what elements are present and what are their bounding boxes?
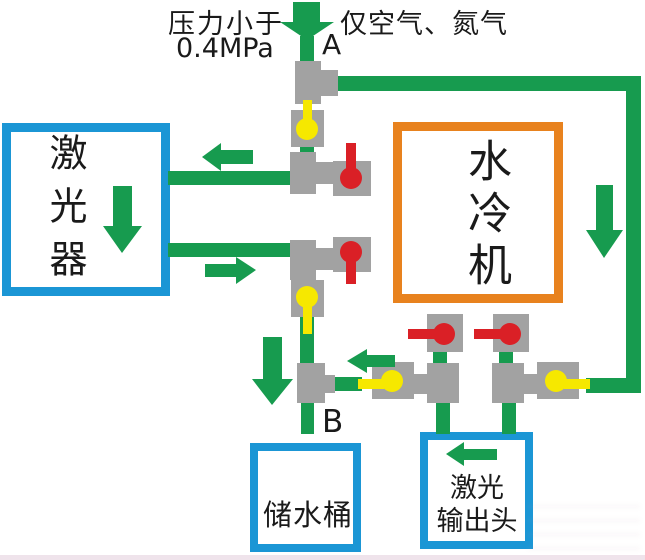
tank-box [250,443,361,552]
right-down-pipe [626,76,641,393]
tee5-branch [411,374,427,394]
tee5-fitting [427,363,459,403]
red-valve1-ball [340,167,362,189]
tee2-branch [316,162,338,184]
tee6-branch [524,374,540,394]
watermark-smudge [528,498,640,550]
chiller-right-down-arrow [586,185,623,258]
supply-left-arrow [202,143,253,171]
point-b-label: B [322,404,344,440]
tee4-branch-pipe [328,377,362,391]
tee3-fitting [290,240,316,280]
output-head-left-arrow [446,442,497,466]
tee4-tank-pipe [301,401,314,434]
yellow-valve3-stem [358,379,384,389]
red-valve1-stem [346,143,356,173]
tee3-branch [316,248,338,270]
chiller-box-label: 水冷机 [460,138,511,294]
output-head-label-line1: 激光 [450,473,504,504]
tee4-branch [325,375,335,393]
output-head-label-line2: 输出头 [436,506,518,537]
red-valve2-ball [340,241,362,263]
laser-box [2,123,170,296]
valve1-tee2-stub [300,146,314,154]
return-elbow-pipe [586,378,634,393]
tee5-output-pipe [436,401,450,434]
output-head-box-label: 激光 输出头 [427,472,527,538]
redvalve3-stub [433,350,447,365]
tee4-fitting [297,363,325,403]
chiller-box [393,122,563,303]
yellow-valve3-ball [381,370,403,392]
inlet-down-arrow [280,2,334,40]
red-valve3-ball [433,323,455,345]
pressure-note-line1: 压力小于 [168,9,284,40]
pressure-note-line2: 0.4MPa [176,33,274,64]
top-main-pipe [332,76,641,91]
yellow-valve2-ball [296,286,318,308]
yellow-valve4-stem [564,379,590,389]
red-valve2-stem [346,252,356,284]
tee2-fitting [290,152,316,194]
tank-box-label: 储水桶 [263,498,354,532]
drain-down-arrow [252,337,293,405]
gas-note: 仅空气、氮气 [340,9,508,40]
point-a-label: A [322,28,342,61]
red-valve4-stem [474,329,502,339]
yellow-valve1-ball [296,118,318,140]
laser-box-label: 激光器 [43,133,87,292]
inlet-pipe [300,36,314,64]
redvalve4-stub [499,350,513,365]
tee1-fitting [295,61,321,104]
laser-return-pipe [168,243,292,257]
laser-internal-down-arrow [103,186,142,253]
red-valve3-stem [408,329,436,339]
yellow-valve1-stem [303,100,312,122]
return-right-arrow [205,257,256,284]
bottom-edge-strip [0,555,645,560]
red-valve4-ball [499,323,521,345]
yellow-valve4-ball [545,370,567,392]
laser-supply-pipe [168,171,292,185]
output-head-box [420,432,533,549]
tee1-branch [321,70,338,96]
yellow-valve2-stem [303,296,312,334]
tee6-fitting [492,363,524,403]
bottom-run-left-arrow [347,349,395,373]
tee6-output-pipe [502,401,516,434]
